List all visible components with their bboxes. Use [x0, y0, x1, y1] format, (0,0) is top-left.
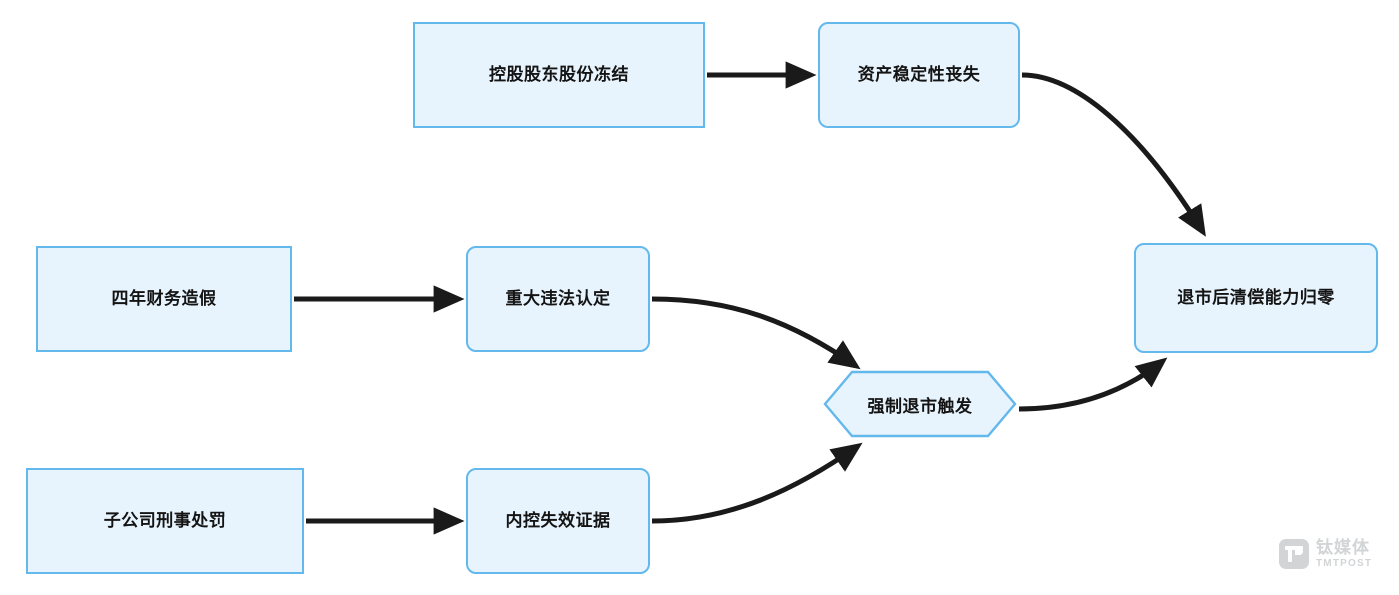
node-controlling-shareholder-shares-frozen[interactable]: 控股股东股份冻结: [413, 22, 705, 128]
watermark: 钛媒体 TMTPOST: [1279, 539, 1372, 569]
logo-bar: [1285, 546, 1303, 550]
node-label: 内控失效证据: [505, 510, 611, 530]
node-label: 控股股东股份冻结: [489, 64, 629, 84]
edge-n2-n6: [1021, 72, 1206, 237]
node-subsidiary-criminal-penalty[interactable]: 子公司刑事处罚: [26, 468, 304, 574]
node-label: 子公司刑事处罚: [103, 510, 227, 530]
node-major-violation-determination[interactable]: 重大违法认定: [466, 246, 650, 352]
tmtpost-logo-icon: [1279, 539, 1309, 569]
node-label: 强制退市触发: [867, 396, 973, 416]
node-label: 退市后清偿能力归零: [1177, 287, 1335, 307]
node-post-delisting-repayment-ability-zero[interactable]: 退市后清偿能力归零: [1134, 243, 1378, 353]
node-label: 重大违法认定: [505, 288, 611, 308]
hexagon-shape: [823, 370, 1017, 438]
edge-n8-n5: [651, 442, 863, 524]
logo-flag: [1295, 548, 1303, 555]
watermark-en-label: TMTPOST: [1316, 558, 1373, 569]
watermark-cn-label: 钛媒体: [1316, 538, 1370, 557]
node-label: 四年财务造假: [111, 288, 217, 308]
logo-stem: [1288, 546, 1292, 562]
node-four-year-financial-fraud[interactable]: 四年财务造假: [36, 246, 292, 352]
edge-n4-n5: [651, 296, 861, 370]
edge-n5-n6: [1018, 357, 1168, 412]
node-asset-stability-loss[interactable]: 资产稳定性丧失: [818, 22, 1020, 128]
watermark-text: 钛媒体 TMTPOST: [1316, 539, 1372, 569]
node-forced-delisting-trigger[interactable]: 强制退市触发: [823, 370, 1017, 438]
node-label: 资产稳定性丧失: [857, 64, 981, 84]
node-internal-control-failure-evidence[interactable]: 内控失效证据: [466, 468, 650, 574]
